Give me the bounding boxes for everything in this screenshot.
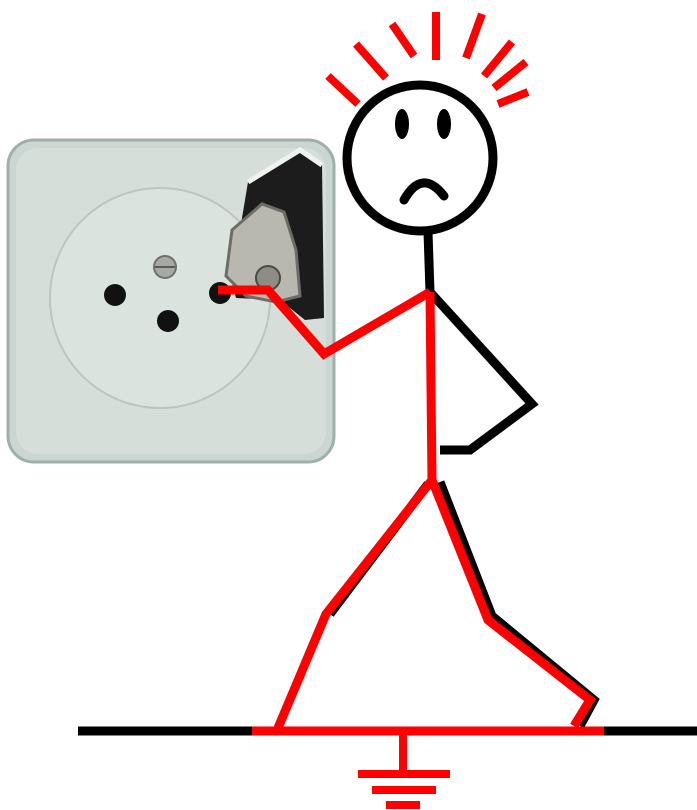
outlet-hole-bottom xyxy=(157,310,179,332)
right-eye xyxy=(437,109,451,139)
stick-figure-head xyxy=(347,85,493,231)
current-torso xyxy=(430,292,432,480)
shock-line xyxy=(392,24,414,56)
ground-symbol-icon xyxy=(358,734,450,805)
stick-figure-body xyxy=(330,232,594,726)
shock-line xyxy=(328,76,358,104)
shock-line xyxy=(484,42,512,76)
shock-line xyxy=(466,14,482,58)
neck xyxy=(428,232,430,292)
broken-power-outlet-icon xyxy=(8,140,334,462)
shock-line xyxy=(498,92,528,104)
current-front-leg xyxy=(278,480,432,728)
shock-line xyxy=(356,44,386,78)
shock-line xyxy=(494,62,526,88)
left-eye xyxy=(395,109,409,139)
outlet-hole-left xyxy=(104,284,126,306)
left-arm-on-hip xyxy=(430,292,532,450)
head-outline xyxy=(347,85,493,231)
